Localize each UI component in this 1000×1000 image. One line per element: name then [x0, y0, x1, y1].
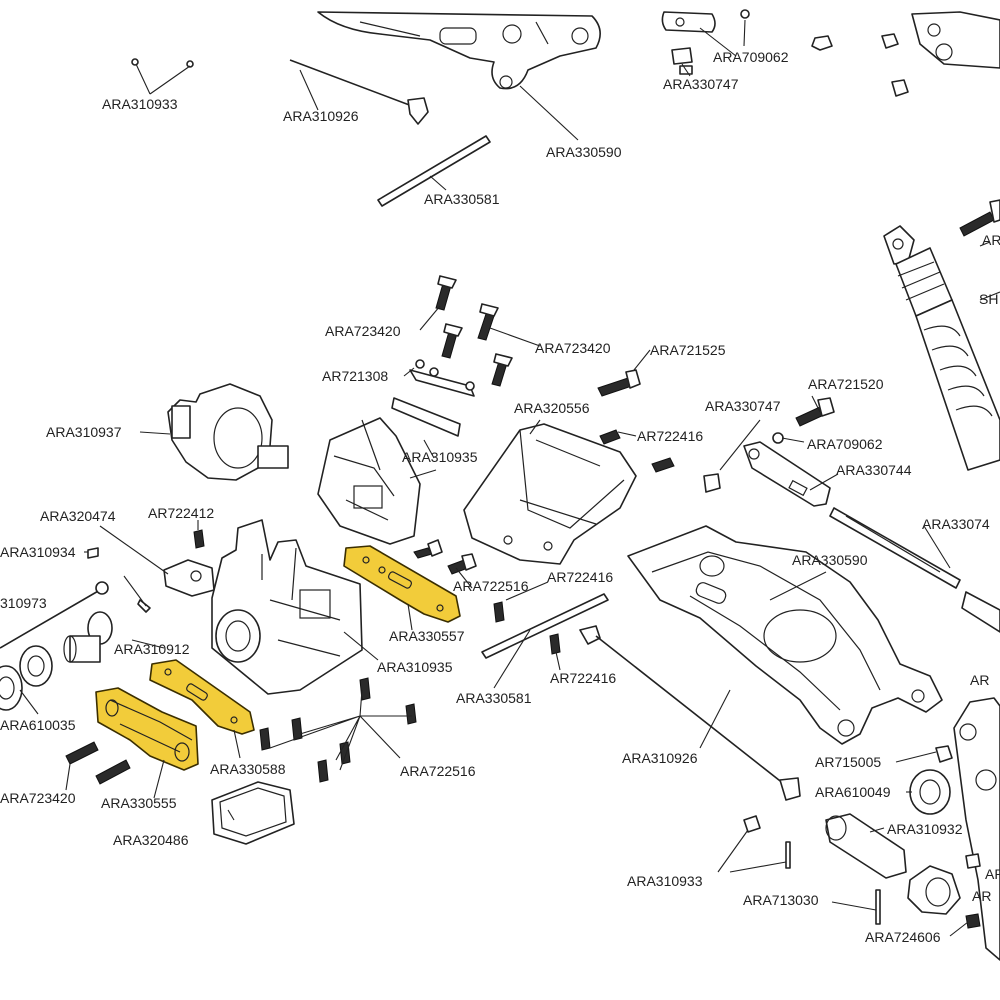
hub-carrier — [953, 697, 1000, 961]
label-ara721525: ARA721525 — [650, 342, 726, 358]
brace-link — [391, 397, 461, 437]
label-sh-partial: SH — [979, 291, 999, 307]
label-ar-partial-d: AR — [972, 888, 992, 904]
top-hinge-pin — [377, 135, 491, 207]
label-ar-partial-a: AR — [982, 232, 1000, 248]
top-right-hardware — [661, 9, 1000, 97]
label-ara330555: ARA330555 — [101, 795, 177, 811]
label-ar722412: AR722412 — [148, 505, 215, 521]
bearings-left — [0, 645, 53, 711]
label-ara310933-bottom: ARA310933 — [627, 873, 703, 889]
right-rod-end — [961, 591, 1000, 633]
label-ara709062-mid: ARA709062 — [807, 436, 883, 452]
highlighted-rear-hinge-plate — [343, 545, 461, 623]
label-ara723420-b: ARA723420 — [535, 340, 611, 356]
label-ara320556: ARA320556 — [514, 400, 590, 416]
label-ar-partial-b: AR — [970, 672, 990, 688]
mid-screws — [413, 369, 675, 575]
label-ara330588: ARA330588 — [210, 761, 286, 777]
label-ara610035: ARA610035 — [0, 717, 76, 733]
turnbuckle-rod — [829, 507, 961, 589]
highlighted-front-hinge-plate — [149, 659, 255, 735]
highlighted-hinge-block — [95, 687, 199, 771]
hinge-block-screws — [65, 741, 131, 785]
label-ara310926-top: ARA310926 — [283, 108, 359, 124]
label-ar-partial-c: AR — [985, 866, 1000, 882]
label-ara330557: ARA330557 — [389, 628, 465, 644]
label-ara310933-top: ARA310933 — [102, 96, 178, 112]
pinion-gear — [63, 611, 113, 663]
label-ara330581-mid: ARA330581 — [456, 690, 532, 706]
brace-plate — [409, 359, 475, 397]
label-ara722516-a: ARA722516 — [400, 763, 476, 779]
label-ara722516-b: ARA722516 — [453, 578, 529, 594]
hub-hardware — [743, 745, 981, 929]
shock-absorber — [883, 199, 1000, 471]
differential-gear — [167, 383, 289, 481]
label-ara310937: ARA310937 — [46, 424, 122, 440]
label-ara310934: ARA310934 — [0, 544, 76, 560]
wing-mount — [463, 423, 637, 565]
label-ara610049: ARA610049 — [815, 784, 891, 800]
gearbox-housing — [211, 519, 363, 695]
label-ara330590-mid: ARA330590 — [792, 552, 868, 568]
housing-screws — [259, 677, 417, 783]
lower-suspension-arm — [627, 525, 943, 745]
label-ara310912: ARA310912 — [114, 641, 190, 657]
label-ara330747-mid: ARA330747 — [705, 398, 781, 414]
label-ara310935-b: ARA310935 — [377, 659, 453, 675]
shock-mount-hardware — [703, 397, 835, 507]
label-ara330581-top: ARA330581 — [424, 191, 500, 207]
label-ara709062-top: ARA709062 — [713, 49, 789, 65]
label-ara310935-a: ARA310935 — [402, 449, 478, 465]
leader-lines — [19, 19, 1000, 937]
long-output-shaft — [0, 581, 109, 649]
label-ara713030: ARA713030 — [743, 892, 819, 908]
center-hinge-pin — [481, 593, 609, 659]
label-ara724606: ARA724606 — [865, 929, 941, 945]
label-ara330590-top: ARA330590 — [546, 144, 622, 160]
tall-screws — [435, 275, 513, 387]
label-ara33074: ARA33074 — [922, 516, 990, 532]
label-ara723420-a: ARA723420 — [325, 323, 401, 339]
label-ar722416-c: AR722416 — [550, 670, 617, 686]
label-310973: 310973 — [0, 595, 47, 611]
top-suspension-arm — [317, 11, 601, 90]
label-ara320486: ARA320486 — [113, 832, 189, 848]
label-ara310932: ARA310932 — [887, 821, 963, 837]
label-ar715005: AR715005 — [815, 754, 882, 770]
gasket-ring — [211, 781, 295, 845]
label-ar721308: AR721308 — [322, 368, 389, 384]
label-ara330744: ARA330744 — [836, 462, 912, 478]
rear-drive-shaft — [579, 625, 801, 801]
label-ara721520: ARA721520 — [808, 376, 884, 392]
label-ara723420-c: ARA723420 — [0, 790, 76, 806]
top-drive-shaft — [289, 59, 429, 125]
label-ara330747-top: ARA330747 — [663, 76, 739, 92]
label-ara310926-mid: ARA310926 — [622, 750, 698, 766]
label-ar722416-a: AR722416 — [637, 428, 704, 444]
label-ara320474: ARA320474 — [40, 508, 116, 524]
top-screw-ar722412 — [193, 529, 205, 549]
top-left-pins — [131, 58, 194, 68]
label-ar722416-b: AR722416 — [547, 569, 614, 585]
small-pin — [87, 547, 151, 613]
motor-plate — [163, 559, 215, 597]
rear-bulkhead — [317, 417, 421, 545]
